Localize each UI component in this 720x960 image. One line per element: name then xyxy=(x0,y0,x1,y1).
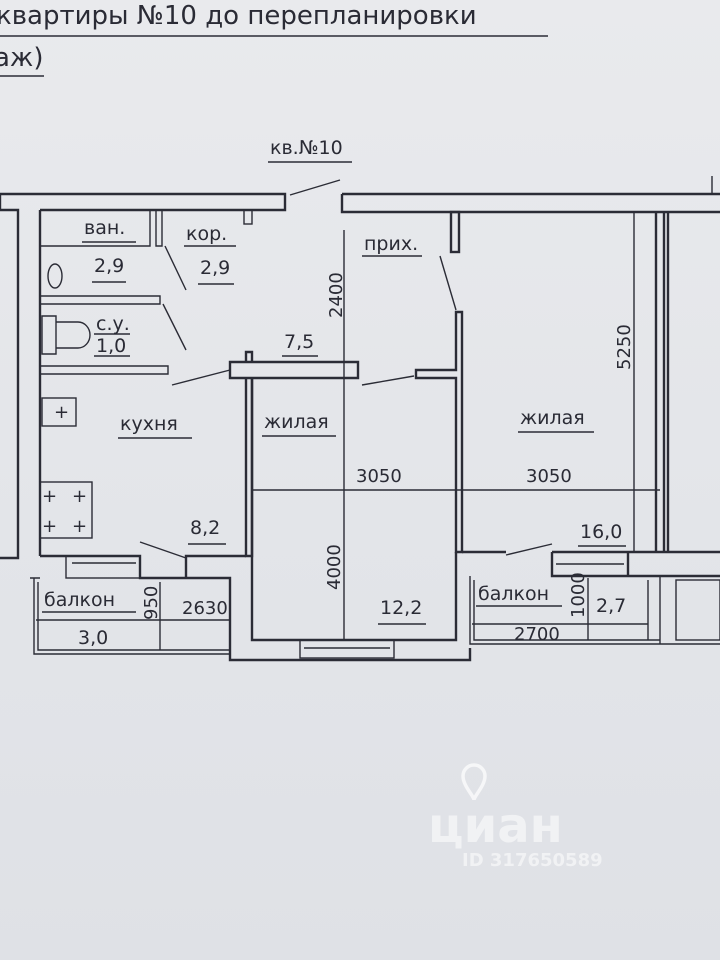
dim-balcony2-depth: 1000 xyxy=(568,572,589,618)
hall-name: прих. xyxy=(364,233,418,255)
dim-balcony2-width: 2700 xyxy=(514,624,560,645)
toilet-icon xyxy=(41,315,91,355)
svg-text:+: + xyxy=(72,486,87,507)
left-wall xyxy=(0,208,42,560)
corridor-name: кор. xyxy=(186,223,227,245)
top-wall-left xyxy=(0,192,287,212)
living2-area: 16,0 xyxy=(580,521,622,543)
hall-top-partition xyxy=(228,350,360,380)
dim-living2-width: 3050 xyxy=(526,466,572,487)
plan-title-line1: квартиры №10 до перепланировки xyxy=(0,1,477,31)
bath-door-swing xyxy=(164,245,187,291)
corridor-area: 2,9 xyxy=(200,257,230,279)
living1-window xyxy=(299,639,395,659)
balcony1-area: 3,0 xyxy=(78,627,108,649)
balcony1-outline xyxy=(30,577,230,655)
kitchen-door-swing xyxy=(171,369,231,386)
living-door-swing xyxy=(361,375,415,386)
dim-living2-height: 5250 xyxy=(614,324,635,370)
balcony1-door-swing xyxy=(139,541,187,559)
dim-balcony1-depth: 950 xyxy=(141,586,162,620)
living2-bottom-wall xyxy=(462,550,720,578)
bath-partition xyxy=(40,210,163,247)
stove-icon xyxy=(39,481,93,539)
apartment-number: кв.№10 xyxy=(270,137,343,159)
watermark-id: ID 317650589 xyxy=(462,850,603,871)
location-pin-icon xyxy=(461,763,487,801)
dim-balcony1-width: 2630 xyxy=(182,598,228,619)
stove-burners: + + + + xyxy=(42,486,87,537)
top-wall-right xyxy=(340,192,720,214)
hall-door-swing xyxy=(439,255,457,311)
dim-living1-width: 3050 xyxy=(356,466,402,487)
hall-right-partition xyxy=(414,310,464,554)
living1-name: жилая xyxy=(264,411,329,433)
hall-area: 7,5 xyxy=(284,331,314,353)
corridor-post xyxy=(243,209,253,225)
svg-text:+: + xyxy=(42,486,57,507)
wc-name: с.у. xyxy=(96,313,130,335)
kitchen-window xyxy=(65,555,141,579)
kitchen-area: 8,2 xyxy=(190,517,220,539)
dim-living1-height: 4000 xyxy=(324,544,345,590)
balcony2-area: 2,7 xyxy=(596,595,626,617)
balcony2-name: балкон xyxy=(478,583,549,605)
balcony2-outline xyxy=(469,576,720,645)
kitchen-sink-cross: + xyxy=(54,402,69,423)
bath-area: 2,9 xyxy=(94,255,124,277)
wc-area: 1,0 xyxy=(96,335,126,357)
kitchen-name: кухня xyxy=(120,413,178,435)
kitchen-sink-icon xyxy=(41,397,77,427)
bath-name: ван. xyxy=(84,217,125,239)
plan-title-line2: аж) xyxy=(0,43,44,73)
watermark-brand: циан xyxy=(428,798,563,854)
balcony1-name: балкон xyxy=(44,589,115,611)
neighbor-balcony xyxy=(675,579,720,641)
wc-door-swing xyxy=(162,303,187,351)
living2-name: жилая xyxy=(520,407,585,429)
svg-text:+: + xyxy=(72,516,87,537)
svg-text:+: + xyxy=(42,516,57,537)
sink-icon xyxy=(47,263,63,289)
wc-partition xyxy=(40,295,169,375)
living2-right-wall xyxy=(654,212,670,552)
entry-door-swing xyxy=(289,179,341,196)
dim-hall-height: 2400 xyxy=(326,272,347,318)
balcony2-door-swing xyxy=(505,543,553,556)
hall-post xyxy=(449,210,461,254)
living1-area: 12,2 xyxy=(380,597,422,619)
